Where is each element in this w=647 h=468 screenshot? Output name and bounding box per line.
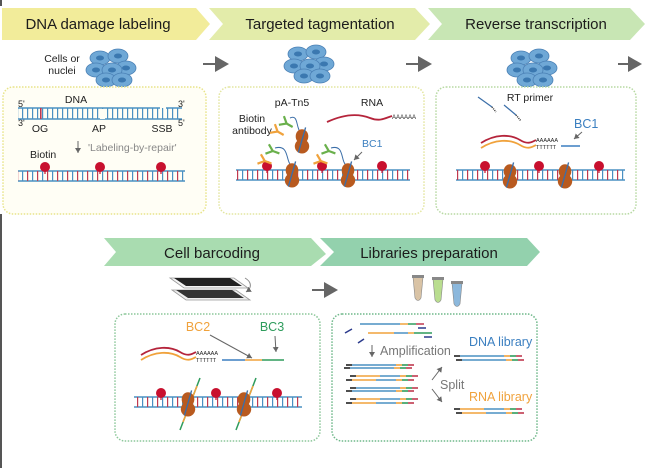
lesion-label-ap: AP	[92, 123, 106, 135]
pointer-arrow	[353, 151, 363, 161]
biotin-antibody-label: Biotin	[239, 113, 265, 125]
rna-library-label: RNA library	[469, 390, 533, 404]
step-label: DNA damage labeling	[25, 16, 170, 33]
biotin-label: Biotin	[30, 149, 56, 161]
dna-library-molecules	[454, 355, 524, 361]
step-label: Cell barcoding	[164, 245, 260, 262]
dna-rungs	[134, 397, 302, 407]
dna-rungs	[456, 170, 625, 180]
polya-tail: AAAAAA	[536, 138, 558, 144]
step-banner-dna-damage-labeling: DNA damage labeling	[2, 8, 210, 40]
cells-icon	[86, 49, 136, 87]
amplification-label: Amplification	[380, 344, 451, 358]
cells-icon	[507, 49, 557, 87]
lesion-label-og: OG	[32, 123, 48, 135]
rna-strand	[480, 134, 537, 144]
edge-mark	[0, 214, 2, 468]
pointer-arrow	[573, 131, 583, 140]
panel-reverse-transcription	[435, 86, 637, 215]
step-label: Reverse transcription	[465, 16, 607, 33]
dna-label: DNA	[65, 94, 87, 106]
panel5-content: Amplification Split DNA library RNA libr…	[344, 275, 533, 414]
cdna-strand	[480, 139, 537, 149]
cells-label: nuclei	[48, 65, 75, 77]
well-plates-icon	[168, 277, 252, 301]
bc3-label: BC3	[260, 320, 284, 334]
split-arrow-down	[431, 388, 443, 403]
five-prime-label: 5'	[18, 99, 25, 109]
cells-label: Cells or	[44, 53, 80, 65]
rna-library-molecules	[454, 408, 524, 414]
panel4-content: BC2 BC3 AAAAAA TTTTTT	[134, 277, 302, 431]
panel-targeted-tagmentation	[218, 86, 425, 215]
labeling-by-repair-label: 'Labeling-by-repair'	[88, 142, 177, 154]
rt-primer	[503, 104, 517, 116]
polyt-tail: TTTTTT	[536, 145, 557, 151]
step-label: Targeted tagmentation	[245, 16, 394, 33]
og-lesion	[40, 108, 42, 119]
rna-strand	[140, 346, 197, 356]
cells-icon	[284, 45, 334, 83]
panel-cell-barcoding	[114, 313, 321, 442]
three-prime-label: 3'	[18, 118, 25, 128]
biotin-antibody-label: antibody	[232, 125, 272, 137]
bc1-label: BC1	[574, 117, 598, 131]
step-banner-cell-barcoding: Cell barcoding	[104, 238, 326, 266]
polya-tail: AAAAAA	[392, 115, 416, 121]
step-banner-libraries-preparation: Libraries preparation	[320, 238, 540, 266]
cdna-strand	[140, 351, 197, 361]
dna-rungs	[236, 170, 410, 180]
step-label: Libraries preparation	[360, 245, 498, 262]
tubes-icon	[412, 275, 463, 307]
split-label: Split	[440, 378, 465, 392]
panel1-content: DNA 5' 3' 3' 5' OG AP SSB 'Labeling-by-r…	[18, 94, 185, 182]
rna-strand	[326, 114, 393, 123]
three-prime-label: 3'	[178, 99, 185, 109]
amplified-molecules	[344, 364, 418, 404]
panel3-content: RT primer BC1 AAAAAA TTTTTT	[456, 92, 625, 190]
input-molecules	[344, 323, 432, 344]
polyt-tail: TTTTTT	[196, 358, 217, 364]
polya-tail: AAAAAA	[196, 351, 218, 357]
bc1-label: BC1	[362, 138, 383, 150]
split-arrow-up	[431, 366, 443, 381]
dna-rungs	[18, 171, 185, 181]
five-prime-label: 5'	[178, 118, 185, 128]
dna-library-label: DNA library	[469, 335, 533, 349]
pointer-arrow	[209, 334, 253, 359]
rna-label: RNA	[361, 97, 383, 109]
panel2-content: pA-Tn5 Biotin antibody RNA AAAAAA BC1	[232, 97, 416, 189]
step-banner-targeted-tagmentation: Targeted tagmentation	[209, 8, 430, 40]
rt-primer	[477, 96, 493, 108]
pointer-arrow	[272, 335, 279, 353]
bc2-label: BC2	[186, 320, 210, 334]
step-banner-reverse-transcription: Reverse transcription	[428, 8, 645, 40]
edge-mark	[0, 0, 2, 6]
ap-site	[100, 109, 105, 119]
lesion-label-ssb: SSB	[151, 123, 172, 135]
pa-tn5-label: pA-Tn5	[275, 97, 310, 109]
rt-primer-label: RT primer	[507, 92, 554, 104]
